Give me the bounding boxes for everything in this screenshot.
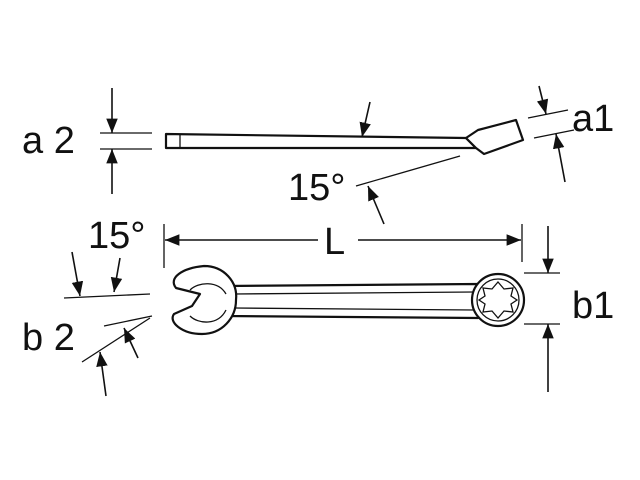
dimension-a2: a 2 xyxy=(22,88,152,194)
a1-arrow-top xyxy=(536,85,549,115)
open-jaw-inner xyxy=(189,283,227,323)
angle-top-arrow-lower xyxy=(367,185,385,225)
side-view-ring-head xyxy=(464,118,525,156)
dimension-b2: b 2 xyxy=(22,251,151,397)
b2-label: b 2 xyxy=(22,317,75,359)
b1-label: b1 xyxy=(572,285,614,327)
b2-ext-top xyxy=(63,293,151,299)
a1-ext-bottom xyxy=(533,129,575,139)
angle-top-arrow-upper xyxy=(359,101,371,138)
angle-side-ref-line xyxy=(103,315,153,327)
side-view-wrench xyxy=(164,118,525,156)
a1-arrow-bottom xyxy=(552,133,566,183)
ring-head xyxy=(470,272,526,328)
b2-arrow-bottom xyxy=(96,351,108,397)
top-view-handle xyxy=(224,282,480,320)
angle-side-arrow-lower xyxy=(123,327,139,359)
angle-top-label: 15° xyxy=(288,167,345,209)
top-view-wrench xyxy=(171,264,526,336)
side-view-shaft xyxy=(164,132,478,150)
dimension-length: L xyxy=(163,221,523,268)
a1-label: a1 xyxy=(572,98,614,140)
angle-top-ref-line xyxy=(355,155,461,187)
a1-ext-top xyxy=(527,109,569,119)
dimension-a1: a1 xyxy=(527,85,614,183)
b2-ext-bottom xyxy=(81,317,151,363)
handle-bevel-bottom xyxy=(233,307,475,311)
b2-arrow-top xyxy=(71,251,84,297)
ring-12-point-socket xyxy=(477,281,519,319)
angle-top-15deg: 15° xyxy=(288,101,461,225)
a2-label: a 2 xyxy=(22,120,75,162)
length-label: L xyxy=(324,221,345,263)
handle-bevel-top xyxy=(233,291,475,295)
angle-side-15deg: 15° xyxy=(88,215,153,359)
open-jaw-head xyxy=(171,264,238,336)
angle-side-label: 15° xyxy=(88,215,145,257)
ring-head-inner xyxy=(476,278,520,322)
angle-side-arrow-upper xyxy=(110,257,123,293)
dimension-b1: b1 xyxy=(524,226,614,392)
